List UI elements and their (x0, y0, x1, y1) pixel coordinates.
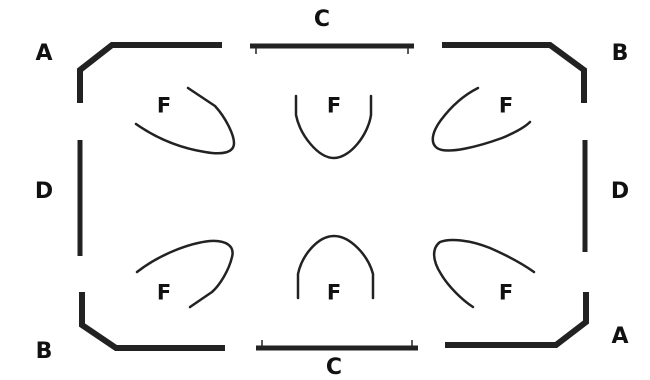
edge-piece-bottom (256, 340, 418, 351)
clip-top-right (431, 86, 532, 152)
label-clip-bottom-center: F (326, 280, 342, 305)
label-clip-top-left: F (156, 93, 172, 118)
label-clip-top-right: F (498, 93, 514, 118)
clip-bottom-left (135, 239, 234, 309)
corner-piece-bottom-left (79, 292, 225, 351)
label-left-middle: D (34, 179, 54, 204)
edge-piece-top (250, 43, 414, 54)
corner-piece-top-right (442, 42, 587, 103)
label-bottom-left: B (35, 339, 53, 364)
corner-piece-bottom-right (445, 292, 589, 348)
label-right-middle: D (610, 179, 630, 204)
clip-top-left (134, 86, 236, 155)
label-bottom-center: C (325, 355, 343, 380)
clip-bottom-right (432, 238, 536, 309)
label-clip-bottom-right: F (498, 280, 514, 305)
label-top-right: B (611, 41, 629, 66)
corner-piece-top-left (77, 42, 222, 103)
clip-top-center (294, 94, 373, 160)
clip-bottom-center (296, 234, 375, 300)
label-top-center: C (313, 7, 331, 32)
label-top-left: A (35, 41, 53, 66)
label-clip-top-center: F (326, 93, 342, 118)
label-clip-bottom-left: F (156, 280, 172, 305)
label-bottom-right: A (611, 324, 629, 349)
